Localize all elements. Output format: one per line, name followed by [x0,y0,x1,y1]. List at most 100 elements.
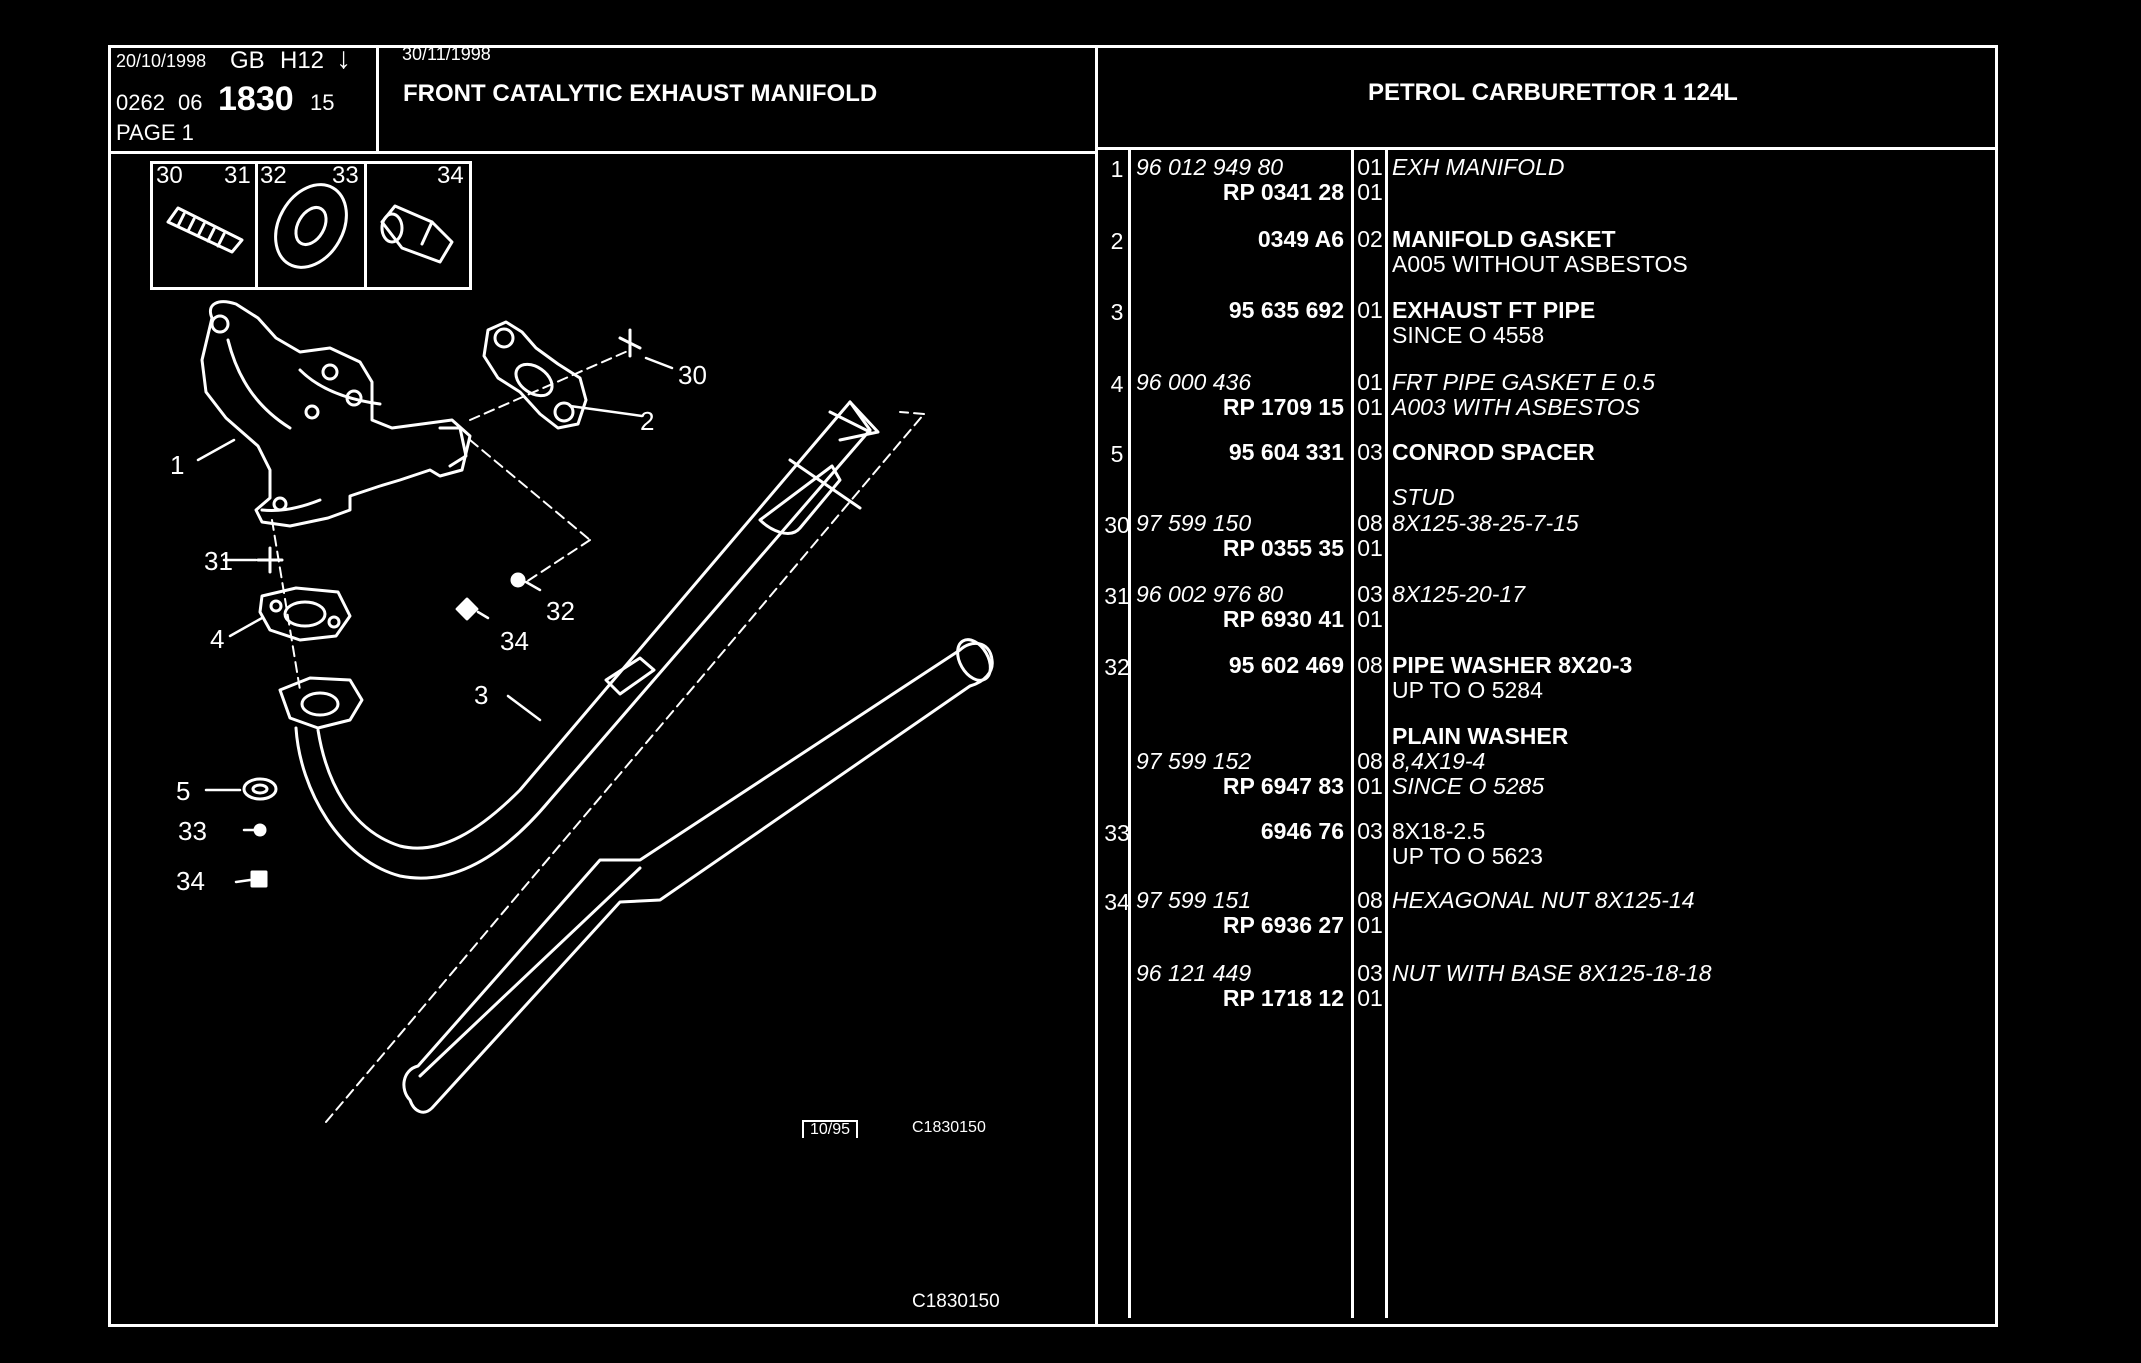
fastener-markers [242,328,642,888]
part-number: 97 599 150 [1136,510,1252,536]
header-code-main: 1830 [218,80,294,118]
part-ref: 34 [1104,889,1130,915]
part-number: RP 1709 15 [1222,394,1344,420]
part-description: CONROD SPACER [1392,439,1595,465]
section-title: FRONT CATALYTIC EXHAUST MANIFOLD [403,80,878,107]
header-divider-right [1097,147,1998,150]
part-number: 95 635 692 [1228,297,1344,323]
part-qty: 08 [1357,510,1383,536]
header-vertical-divider [376,45,379,152]
table-col-divider-2 [1351,148,1354,1318]
part-ref: 1 [1110,156,1124,182]
part-description: STUD [1392,484,1455,510]
part-qty: 01 [1357,369,1383,395]
header-code-b: 06 [178,90,203,115]
part-description: 8X125-20-17 [1392,581,1525,607]
part-ref: 30 [1104,512,1130,538]
inset-divider-1 [255,161,258,290]
hex-nut-icon [380,204,454,264]
page-frame [108,45,1998,1327]
part-ref: 31 [1104,583,1130,609]
part-description: 8X125-38-25-7-15 [1392,510,1579,536]
callout-31: 31 [204,546,233,576]
pipe-gasket-drawing [258,586,352,642]
bottom-reference: C1830150 [912,1291,1000,1312]
part-number: RP 1718 12 [1222,985,1344,1011]
part-number: 96 121 449 [1136,960,1252,986]
part-number: RP 6947 83 [1222,773,1344,799]
part-number: 6946 76 [1260,818,1344,844]
part-number: RP 6936 27 [1222,912,1344,938]
part-qty: 03 [1357,581,1383,607]
inset-label-31: 31 [224,162,251,189]
part-qty: 01 [1357,912,1383,938]
down-arrow-icon: ↓ [336,42,351,75]
part-qty: 01 [1357,179,1383,205]
part-description: 8,4X19-4 [1392,748,1486,774]
part-number: RP 0355 35 [1222,535,1344,561]
part-qty: 03 [1357,818,1383,844]
stud-icon [166,206,244,254]
part-description: UP TO O 5284 [1392,677,1543,703]
part-number: 96 002 976 80 [1136,581,1284,607]
table-col-divider-1 [1128,148,1131,1318]
inset-label-30: 30 [156,162,183,189]
part-qty: 01 [1357,535,1383,561]
callout-30: 30 [678,360,707,390]
part-number: 95 604 331 [1228,439,1344,465]
part-description: PIPE WASHER 8X20-3 [1392,652,1633,678]
part-description: MANIFOLD GASKET [1392,226,1616,252]
header-divider-left [108,151,1098,154]
callout-2: 2 [640,406,655,436]
part-qty: 08 [1357,652,1383,678]
part-number: 96 012 949 80 [1136,154,1284,180]
part-description: SINCE O 5285 [1392,773,1545,799]
manifold-gasket-drawing [482,320,588,430]
part-ref: 4 [1110,371,1124,397]
hardware-inset [150,161,472,290]
part-qty: 01 [1357,297,1383,323]
part-qty: 03 [1357,439,1383,465]
part-number: 0349 A6 [1257,226,1344,252]
part-qty: 01 [1357,154,1383,180]
part-description: EXHAUST FT PIPE [1392,297,1596,323]
header-date-1: 20/10/1998 [116,51,207,71]
callout-5: 5 [176,776,191,806]
part-qty: 01 [1357,773,1383,799]
part-description: 8X18-2.5 [1392,818,1486,844]
part-number: 95 602 469 [1228,652,1344,678]
part-ref: 2 [1110,228,1124,254]
main-vertical-divider [1095,45,1098,1327]
washer-icon [274,183,348,269]
callout-4: 4 [210,624,225,654]
callout-32: 32 [546,596,575,626]
part-description: HEXAGONAL NUT 8X125-14 [1392,887,1695,913]
callout-34-upper: 34 [500,626,529,656]
part-description: NUT WITH BASE 8X125-18-18 [1392,960,1712,986]
part-number: 96 000 436 [1136,369,1252,395]
part-description: UP TO O 5623 [1392,843,1543,869]
drawing-reference: C1830150 [912,1119,986,1136]
engine-title: PETROL CARBURETTOR 1 124L [1368,79,1738,106]
callout-3: 3 [474,680,489,710]
header-country: GB [230,47,265,74]
part-ref: 32 [1104,654,1130,680]
part-qty: 01 [1357,606,1383,632]
part-description: SINCE O 4558 [1392,322,1545,348]
part-ref: 33 [1104,820,1130,846]
header-code-c: 15 [310,90,335,115]
inset-label-34: 34 [437,162,464,189]
part-qty: 08 [1357,887,1383,913]
part-number: 97 599 151 [1136,887,1252,913]
table-col-divider-3 [1385,148,1388,1318]
header-date-2: 30/11/1998 [402,44,491,64]
part-ref: 3 [1110,299,1124,325]
callout-1: 1 [170,450,185,480]
part-description: EXH MANIFOLD [1392,154,1565,180]
inset-divider-2 [364,161,367,290]
inset-label-32: 32 [260,162,287,189]
front-pipe-drawing [278,400,880,880]
exhaust-manifold-drawing [200,300,472,528]
part-description: FRT PIPE GASKET E 0.5 [1392,369,1655,395]
